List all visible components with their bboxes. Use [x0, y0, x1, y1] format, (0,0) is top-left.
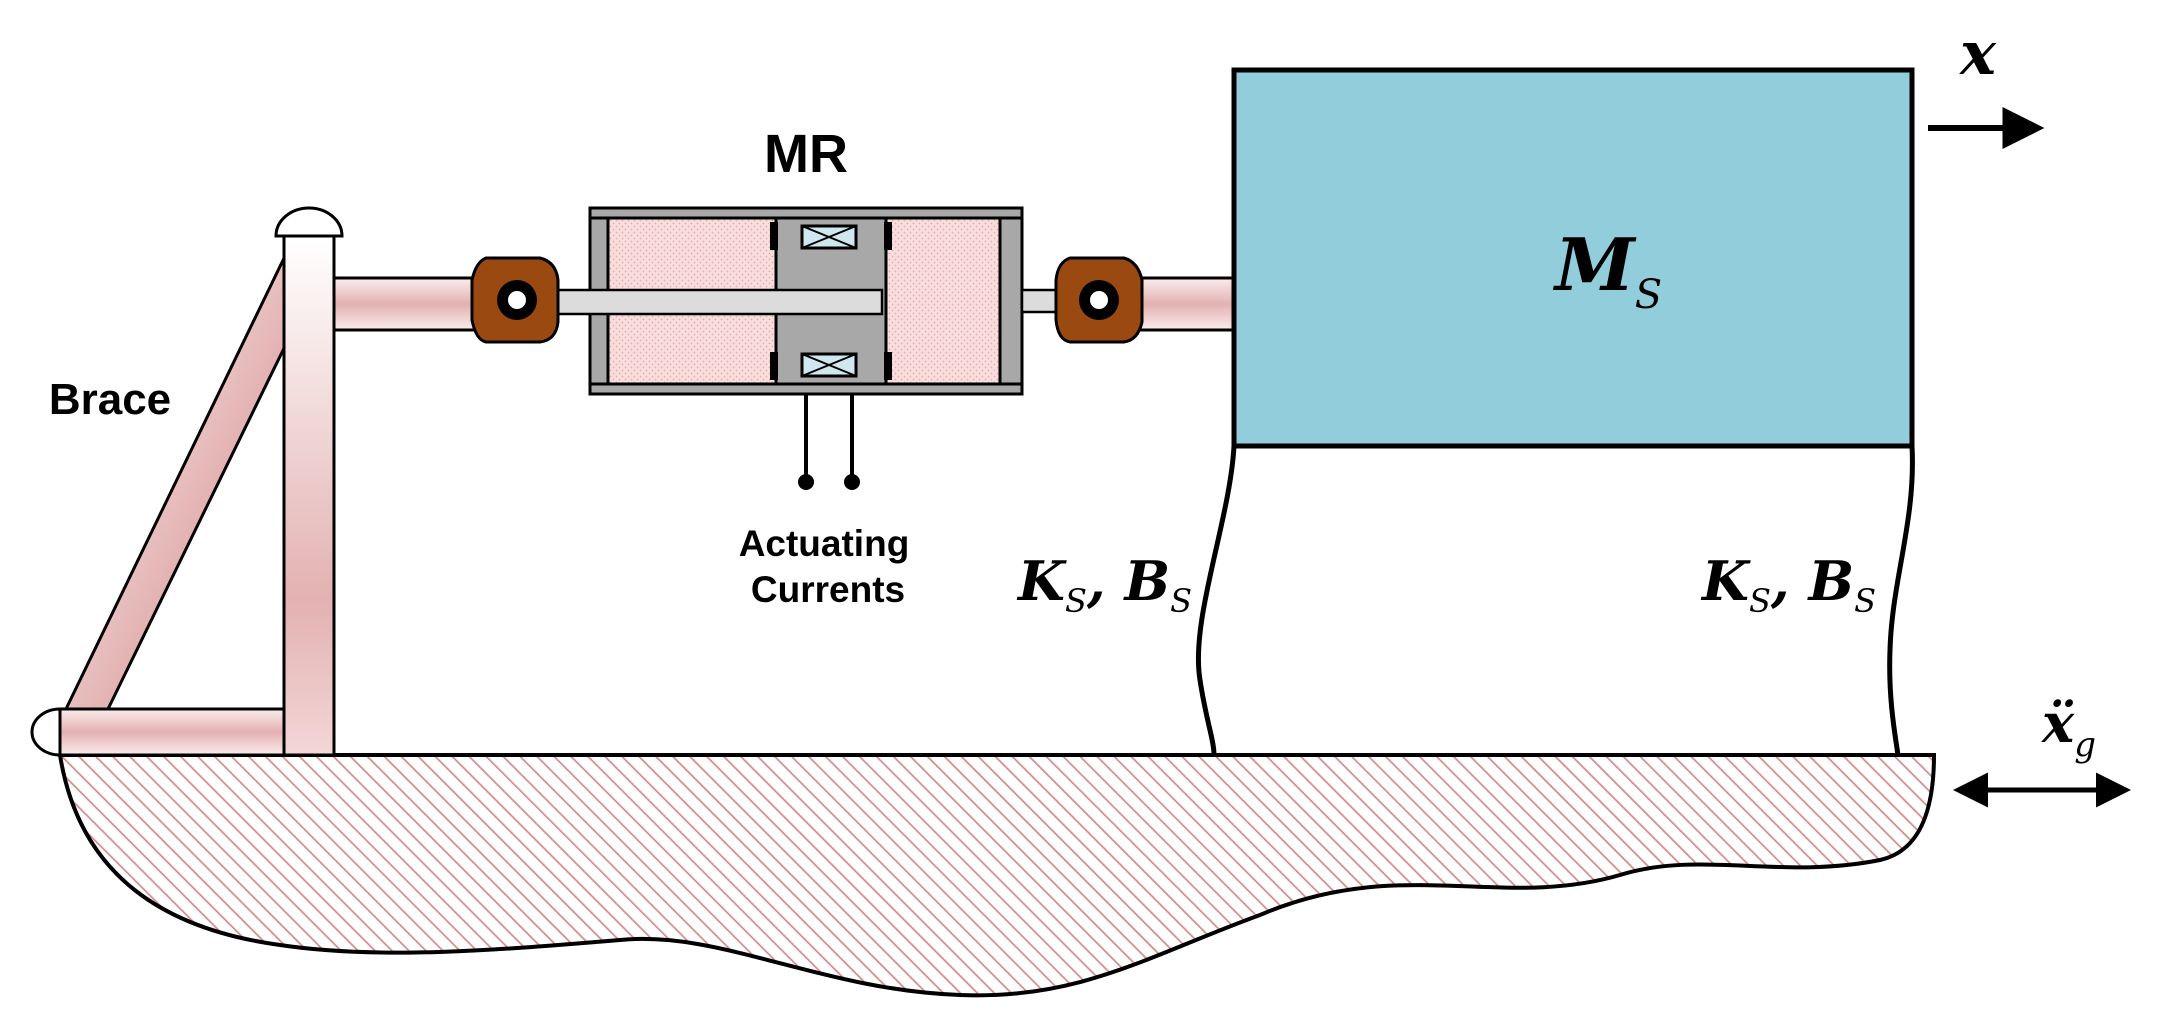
brace-pin-bottom — [30, 707, 62, 757]
mr-damper — [536, 206, 1072, 396]
mass-block — [1231, 67, 1915, 449]
mass-label-main: M — [1552, 222, 1637, 307]
connector-rod-right — [1128, 276, 1236, 332]
actuating-label-line1: Actuating — [739, 523, 910, 564]
column-right — [1887, 445, 1915, 756]
clevis-left — [470, 256, 560, 344]
connector-rod-left — [332, 276, 486, 332]
damper-label: MR — [764, 124, 848, 184]
brace-cap-top — [274, 206, 344, 238]
mass-label: MS — [1552, 222, 1662, 318]
stiffness-damping-label-right: KS, BS — [1700, 549, 1876, 620]
displacement-label: x — [1958, 19, 1997, 89]
brace-post — [282, 234, 336, 757]
piston-rod — [536, 288, 884, 316]
clevis-right — [1054, 256, 1144, 344]
mass-label-sub: S — [1635, 272, 1662, 318]
brace-horizontal — [58, 707, 302, 757]
brace-label: Brace — [49, 375, 171, 424]
ground-accel-label: ẍg — [2041, 691, 2096, 765]
actuating-label-line2: Currents — [751, 569, 905, 610]
stiffness-damping-label-left: KS, BS — [1016, 549, 1192, 620]
ground — [57, 753, 1937, 998]
column-left — [1195, 445, 1237, 756]
brace-diagonal — [63, 253, 290, 711]
actuating-leads — [798, 394, 860, 490]
